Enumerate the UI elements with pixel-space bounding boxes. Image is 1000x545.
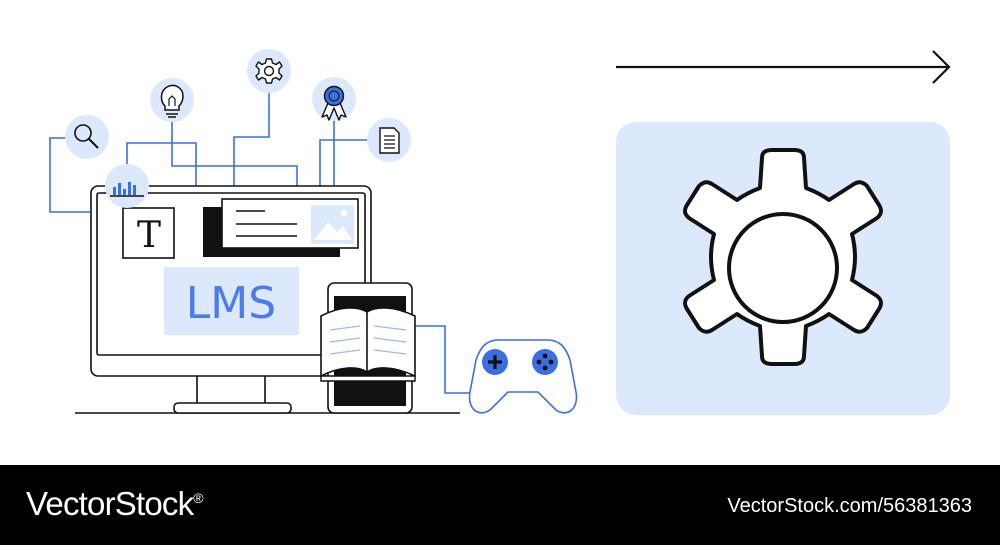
image-icon [311,205,354,244]
bar-chart-icon [105,164,149,208]
text-tile: T [122,207,175,259]
ribbon-award-icon [312,77,356,121]
lms-label-box: LMS [164,267,299,335]
lightbulb-icon [150,78,194,122]
lms-label: LMS [186,278,276,329]
large-gear-icon [682,148,884,366]
footer-bar: VectorStock® VectorStock.com/56381363 [0,465,1000,545]
brand-name: VectorStock® [26,485,204,523]
gear-icon [247,49,291,93]
brand-text: VectorStock [26,485,194,522]
gamepad-icon [468,339,578,414]
document-icon [367,118,411,162]
open-book-icon [320,307,416,382]
text-lines [236,210,297,237]
content-card [203,198,359,257]
arrow-right-icon [616,50,951,84]
image-id: VectorStock.com/56381363 [727,495,972,517]
connector-lines [49,93,470,394]
search-icon [65,115,109,159]
text-tile-letter: T [137,215,161,256]
illustration-canvas: T LMS [49,49,951,415]
registered-mark: ® [193,490,203,506]
